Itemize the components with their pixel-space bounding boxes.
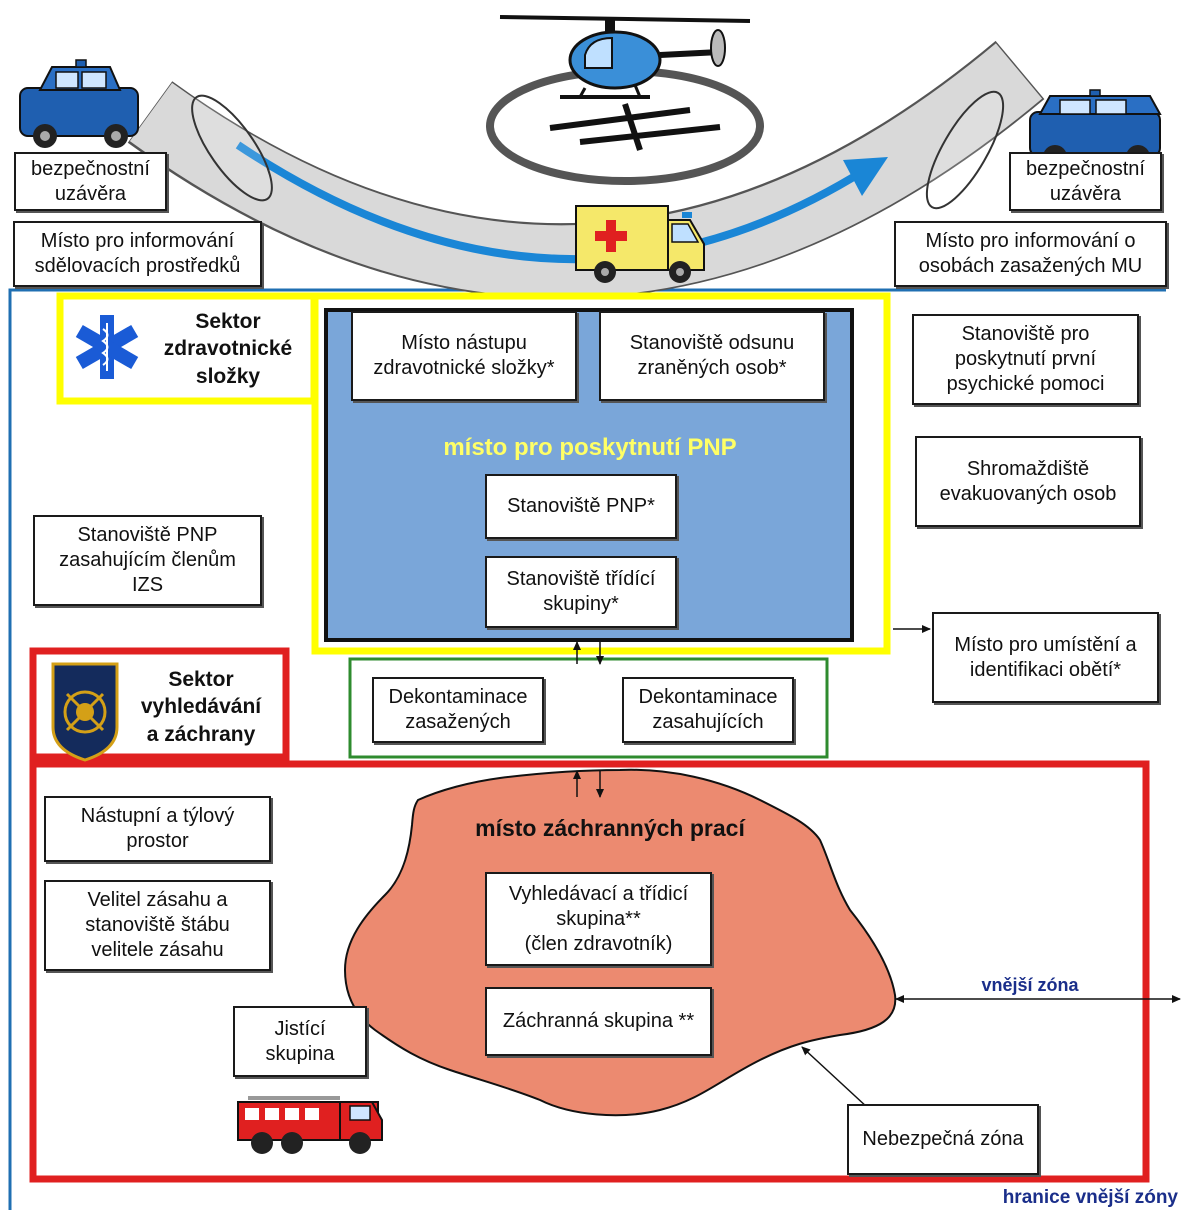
route-arrowhead	[843, 157, 888, 196]
rescue-site-title: místo záchranných prací	[475, 815, 745, 841]
search-and-triage-group: Vyhledávací a třídicí skupina** (člen zd…	[485, 872, 712, 966]
safety-group: Jistící skupina	[233, 1006, 367, 1077]
staging-and-rear-area: Nástupní a týlový prostor	[44, 796, 271, 862]
medical-boarding-point: Místo nástupu zdravotnické složky*	[351, 311, 577, 401]
ambulance-icon	[575, 205, 705, 283]
victims-placement-point: Místo pro umístění a identifikaci obětí*	[932, 612, 1159, 703]
outer-zone-boundary	[8, 288, 1166, 1210]
pnp-post-for-izs-members: Stanoviště PNP zasahujícím členům IZS	[33, 515, 262, 606]
danger-zone-pointer	[801, 1046, 869, 1109]
decontamination-responders: Dekontaminace zasahujících	[622, 677, 794, 743]
rescue-sector-label: Sektor vyhledávání a záchrany	[140, 668, 262, 746]
fire-truck-icon	[237, 1096, 383, 1154]
outer-zone-boundary-label: hranice vnější zóny	[1002, 1187, 1178, 1208]
helipad-icon	[486, 67, 764, 185]
incident-commander-post: Velitel zásahu a stanoviště štábu velite…	[44, 880, 271, 971]
fire-rescue-emblem-icon	[51, 662, 119, 762]
helicopter-icon	[499, 15, 751, 99]
pnp-post: Stanoviště PNP*	[485, 474, 677, 539]
evacuee-assembly-point: Shromaždiště evakuovaných osob	[915, 436, 1141, 527]
injured-evacuation-post: Stanoviště odsunu zraněných osob*	[599, 311, 825, 401]
barrier-ring-right	[925, 90, 1005, 210]
rescue-group: Záchranná skupina **	[485, 987, 712, 1056]
police-car-icon	[19, 59, 139, 148]
pnp-area-title: místo pro poskytnutí PNP	[443, 434, 737, 461]
affected-persons-information-point: Místo pro informování o osobách zasažený…	[894, 221, 1167, 287]
psychological-help-post: Stanoviště pro poskytnutí první psychick…	[912, 314, 1139, 405]
danger-zone-label: Nebezpečná zóna	[847, 1104, 1039, 1175]
outer-zone-label: vnější zóna	[981, 975, 1079, 995]
medical-sector-label: Sektor zdravotnické složky	[163, 310, 293, 388]
star-of-life-icon	[75, 315, 139, 379]
decontamination-affected: Dekontaminace zasažených	[372, 677, 544, 743]
barrier-ring-left	[191, 94, 273, 202]
security-closure-left: bezpečnostní uzávěra	[14, 152, 167, 211]
security-closure-right: bezpečnostní uzávěra	[1009, 152, 1162, 211]
route-arrow	[235, 141, 868, 264]
media-information-point: Místo pro informování sdělovacích prostř…	[13, 221, 262, 287]
triage-group-post: Stanoviště třídící skupiny*	[485, 556, 677, 628]
